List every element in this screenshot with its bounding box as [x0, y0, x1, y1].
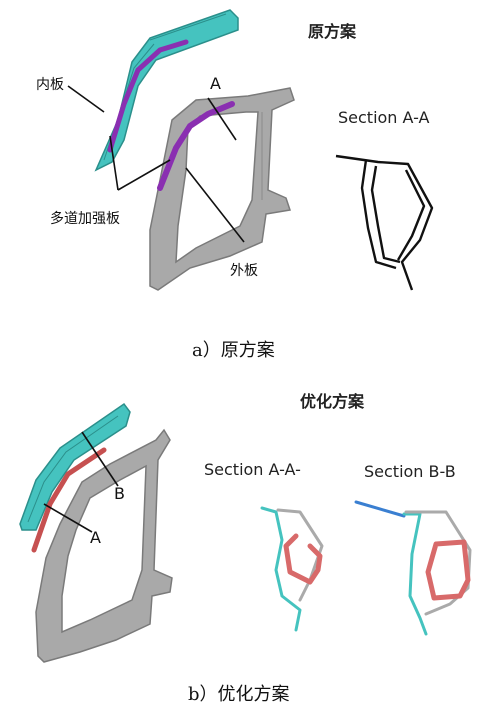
- section-a-a-drawing: [335, 154, 434, 291]
- section-b-b-title: Section B-B: [364, 462, 456, 481]
- label-inner-panel: 内板: [36, 77, 64, 93]
- panel-b-illustration: [19, 402, 472, 663]
- inner-panel-drawing: [94, 9, 239, 172]
- section-a-a-optimized-drawing: [260, 506, 324, 632]
- inner-reinforcement-drawing: [107, 39, 189, 153]
- label-outer-panel: 外板: [230, 263, 258, 279]
- panel-a-section-title: Section A-A: [338, 108, 430, 127]
- optimized-leader-lines: [43, 431, 119, 533]
- panel-b-caption: b）优化方案: [188, 684, 290, 705]
- label-reinforcements: 多道加强板: [50, 211, 120, 227]
- section-marker-a: A: [210, 74, 221, 93]
- optimized-inner-panel-drawing: [19, 402, 131, 531]
- optimized-outer-panel-drawing: [35, 428, 173, 663]
- section-a-a-optimized-title: Section A-A-: [204, 460, 301, 479]
- section-b-b-drawing: [354, 500, 472, 636]
- optimized-reinforcement-drawing: [31, 447, 107, 553]
- outer-panel-drawing: [149, 87, 295, 291]
- marker-b: B: [114, 484, 125, 503]
- leader-lines: [67, 85, 245, 243]
- panel-b-title: 优化方案: [300, 392, 365, 411]
- marker-a: A: [90, 528, 101, 547]
- panel-a-illustration: [67, 9, 434, 291]
- panel-a-caption: a）原方案: [192, 340, 275, 361]
- panel-a-title: 原方案: [308, 22, 357, 41]
